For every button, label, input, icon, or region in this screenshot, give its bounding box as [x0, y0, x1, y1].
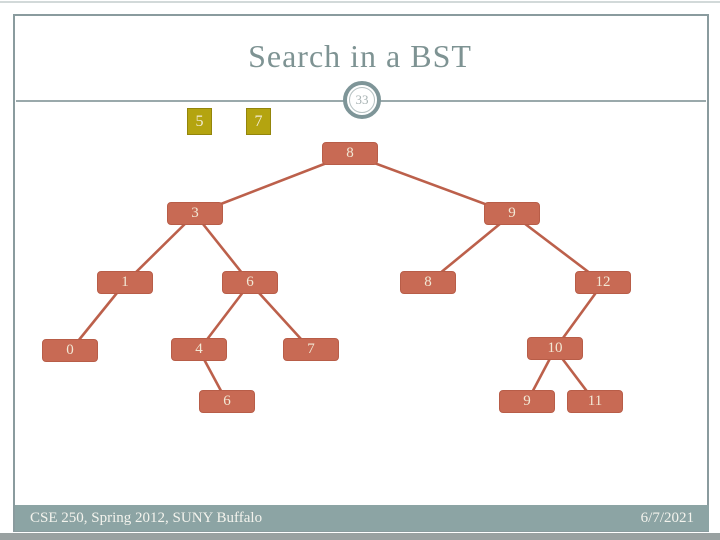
page-number-badge: 33: [343, 81, 381, 119]
footer-bar: CSE 250, Spring 2012, SUNY Buffalo 6/7/2…: [15, 505, 709, 531]
page-title: Search in a BST: [248, 38, 472, 74]
tree-node-n10: 10: [527, 337, 583, 360]
bottom-edge-strip: [0, 533, 720, 540]
tree-node-n1: 1: [97, 271, 153, 294]
tree-node-n3: 3: [167, 202, 223, 225]
tree-node-n9: 9: [484, 202, 540, 225]
tree-node-root8: 8: [322, 142, 378, 165]
tree-node-n7: 7: [283, 338, 339, 361]
tree-node-n6b: 6: [199, 390, 255, 413]
tree-node-n4: 4: [171, 338, 227, 361]
tree-node-n0: 0: [42, 339, 98, 362]
footer-course-label: CSE 250, Spring 2012, SUNY Buffalo: [30, 509, 263, 526]
top-edge-line: [0, 1, 720, 3]
tree-node-n9b: 9: [499, 390, 555, 413]
tree-node-n6: 6: [222, 271, 278, 294]
tree-node-n11: 11: [567, 390, 623, 413]
search-key-box-2: 7: [246, 108, 271, 135]
tree-node-n8: 8: [400, 271, 456, 294]
search-key-box-1: 5: [187, 108, 212, 135]
page-number: 33: [349, 87, 375, 113]
tree-node-n12: 12: [575, 271, 631, 294]
footer-date: 6/7/2021: [640, 509, 694, 526]
